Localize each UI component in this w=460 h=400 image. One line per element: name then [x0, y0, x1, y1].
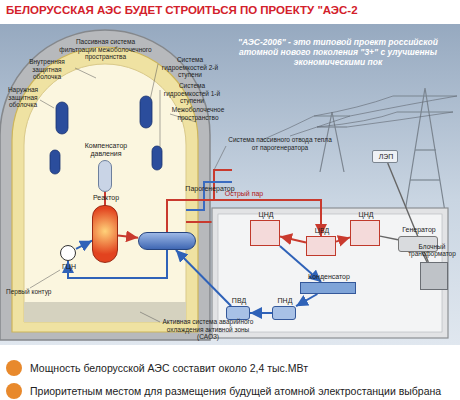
shape-part [50, 150, 60, 174]
connector [176, 250, 231, 306]
connector [296, 294, 317, 306]
part-label: Внутренняя защитная оболочка [18, 58, 76, 81]
bullet-dot [6, 360, 22, 376]
connector [167, 200, 321, 236]
steam-generator: Парогенератор [138, 232, 196, 250]
power-pylons [314, 88, 457, 212]
part-label: Активная система аварийного охлаждения а… [156, 318, 260, 341]
part-label: Первый контур [6, 288, 58, 296]
turbine-box: ЦВД [306, 236, 336, 256]
node-text: ЛЭП [373, 153, 399, 161]
shape-part [186, 221, 212, 223]
node-text: Генератор [397, 226, 441, 234]
shape-part [347, 112, 453, 127]
shape-part [397, 111, 453, 112]
shape-part [314, 115, 350, 116]
shape-part [140, 312, 160, 322]
reactor-hall [24, 64, 186, 322]
title-band [0, 0, 460, 24]
node-text: ЦНД [251, 211, 281, 219]
shape-part [75, 68, 96, 78]
part-label: Наружная защитная оболочка [0, 86, 46, 109]
part-label: Система гидроемкостей 1-й ступени [160, 82, 224, 105]
shape-part [150, 64, 158, 100]
part-label: Межоболочечное пространство [166, 106, 230, 121]
node-text: Блочный трансформатор [407, 243, 457, 257]
connector [380, 236, 398, 240]
reactor-vessel: Реактор [92, 205, 118, 263]
shape-part [290, 116, 350, 136]
node-text: ПВД [227, 297, 251, 305]
shape-part [405, 88, 445, 212]
connector [76, 241, 92, 249]
shape-part [393, 95, 457, 96]
node-text: Конденсатор [301, 273, 357, 281]
node-text: ЦНД [351, 211, 381, 219]
node-text: ГЦН [57, 263, 81, 271]
shape-part [30, 270, 60, 288]
turbine-hall-inner [218, 214, 442, 332]
shape-part [40, 100, 54, 108]
condenser-box: Конденсатор [300, 282, 356, 294]
shape-part [350, 96, 457, 116]
node-text: Реактор [85, 194, 127, 202]
title: БЕЛОРУССКАЯ АЭС БУДЕТ СТРОИТЬСЯ ПО ПРОЕК… [6, 4, 358, 16]
node-text: Компенсатор давления [81, 142, 131, 158]
transformer-box: Блочный трансформатор [420, 262, 448, 290]
shape-part [314, 96, 393, 116]
connector [250, 312, 272, 314]
power-line-box: ЛЭП [372, 150, 398, 163]
node-text: ПНД [273, 297, 297, 305]
shape-part [415, 149, 436, 150]
bullet-dot [6, 383, 22, 399]
connector [280, 237, 306, 243]
part-label: Система гидроемкостей 2-й ступени [158, 56, 222, 79]
footer-band [0, 345, 460, 400]
turbine-box: ЦНД [250, 220, 280, 246]
hall-floor [24, 302, 186, 322]
connector [336, 237, 350, 241]
shape-part [152, 146, 162, 170]
shape-part [214, 146, 226, 170]
bullet-text: Приоритетным местом для размещения будущ… [30, 385, 441, 397]
bullet-text: Мощность белорусской АЭС составит около … [30, 362, 308, 374]
shape-part [56, 102, 68, 134]
shape-part [317, 112, 397, 127]
connector [68, 250, 167, 278]
part-label: Система пассивного отвода тепла от парог… [226, 136, 334, 151]
turbine-box: ЦНД [350, 220, 380, 246]
leader-lines [30, 64, 226, 322]
power-wires [262, 96, 457, 140]
pump-circle: ГЦН [60, 245, 76, 261]
part-label: Пассивная система фильтрации межоболочеч… [57, 38, 154, 61]
part-label: "АЭС-2006" - это типовой проект российск… [218, 37, 458, 67]
heater-box: ПВД [226, 306, 250, 320]
connector [118, 236, 138, 238]
shape-part [410, 179, 440, 180]
shape-part [140, 96, 152, 128]
heater-box: ПНД [272, 306, 296, 320]
pressurizer-tank: Компенсатор давления [98, 160, 112, 192]
edge-label: Острый пар [225, 190, 264, 198]
node-text: ЦВД [307, 227, 337, 235]
shape-part [160, 90, 161, 148]
